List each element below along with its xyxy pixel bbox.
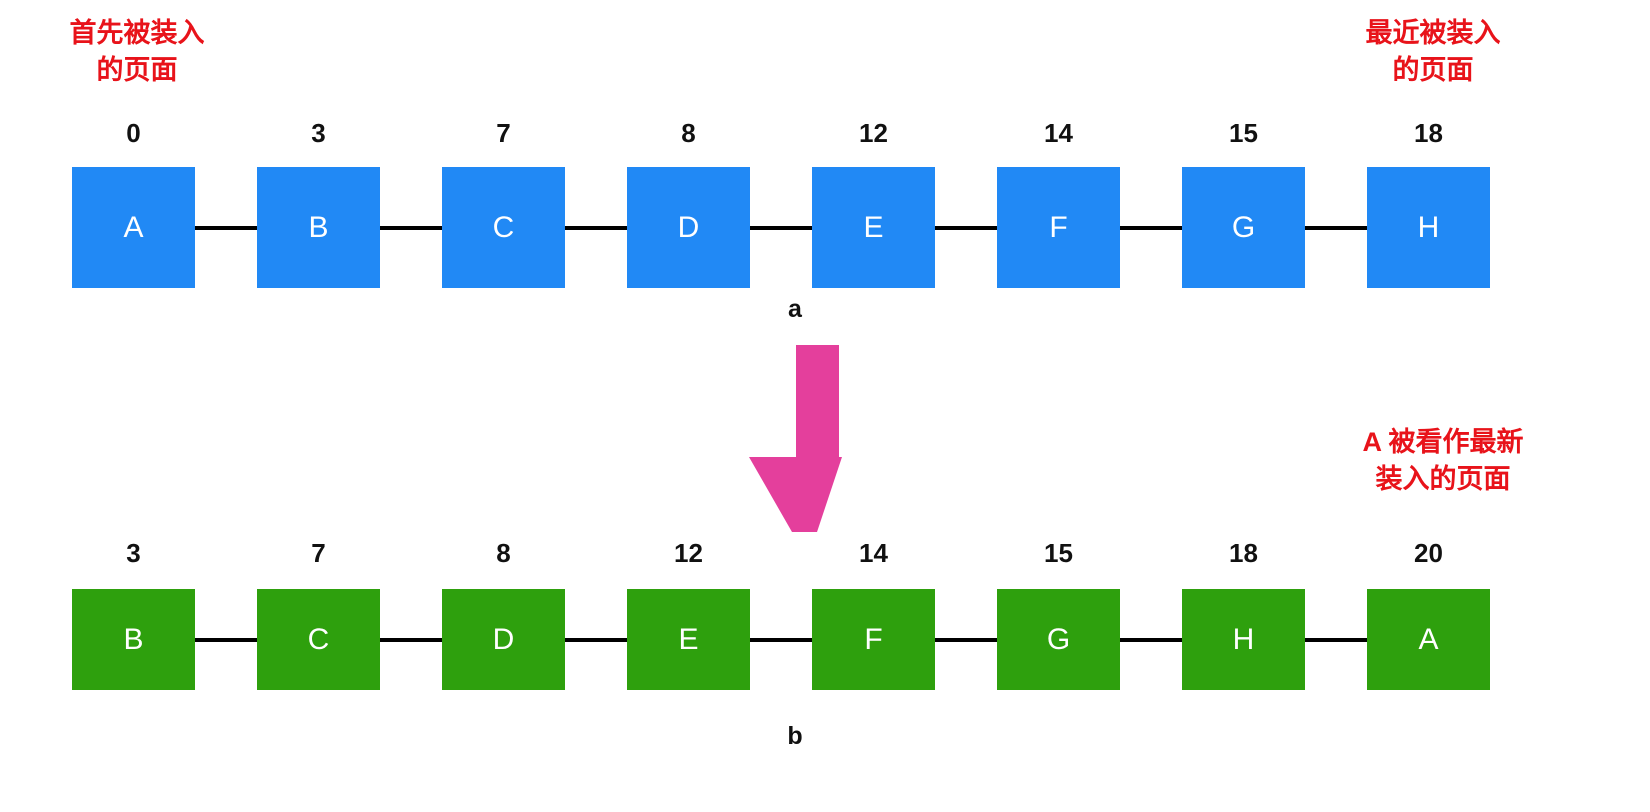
before-index-3: 8 (681, 118, 696, 148)
annotation-first-loaded-page-line1: 首先被装入 (69, 18, 205, 48)
after-index-7: 20 (1414, 538, 1443, 568)
after-node-f[interactable]: F (812, 589, 935, 690)
after-index-5: 15 (1044, 538, 1073, 568)
annotation-a-is-newest-page-line1: A 被看作最新 (1362, 427, 1524, 457)
before-node-c[interactable]: C (442, 167, 565, 288)
caption-a: a (788, 295, 802, 323)
after-node-g[interactable]: G (997, 589, 1120, 690)
after-node-h[interactable]: H (1182, 589, 1305, 690)
annotation-recently-loaded-page-line1: 最近被装入 (1365, 18, 1501, 48)
before-node-b[interactable]: B (257, 167, 380, 288)
chain-link (195, 637, 257, 642)
chain-link (380, 225, 442, 230)
after-index-4: 14 (859, 538, 888, 568)
before-node-a[interactable]: A (72, 167, 195, 288)
before-node-d[interactable]: D (627, 167, 750, 288)
after-node-d[interactable]: D (442, 589, 565, 690)
chain-link (750, 637, 812, 642)
annotation-a-is-newest-page: A 被看作最新 装入的页面 (1338, 424, 1548, 499)
chain-link (935, 637, 997, 642)
caption-b: b (787, 722, 803, 750)
before-index-2: 7 (496, 118, 511, 148)
chain-link (750, 225, 812, 230)
chain-link (195, 225, 257, 230)
before-node-g[interactable]: G (1182, 167, 1305, 288)
chain-link (565, 225, 627, 230)
chain-link (935, 225, 997, 230)
before-index-5: 14 (1044, 118, 1073, 148)
after-node-e[interactable]: E (627, 589, 750, 690)
annotation-recently-loaded-page: 最近被装入 的页面 (1343, 15, 1523, 90)
after-index-6: 18 (1229, 538, 1258, 568)
chain-link (1305, 225, 1367, 230)
before-node-f[interactable]: F (997, 167, 1120, 288)
after-index-2: 8 (496, 538, 511, 568)
annotation-first-loaded-page: 首先被装入 的页面 (47, 15, 227, 90)
before-node-e[interactable]: E (812, 167, 935, 288)
after-index-0: 3 (126, 538, 141, 568)
after-node-a[interactable]: A (1367, 589, 1490, 690)
before-index-0: 0 (126, 118, 141, 148)
before-node-h[interactable]: H (1367, 167, 1490, 288)
before-index-6: 15 (1229, 118, 1258, 148)
before-index-4: 12 (859, 118, 888, 148)
after-node-b[interactable]: B (72, 589, 195, 690)
annotation-first-loaded-page-line2: 的页面 (96, 55, 178, 86)
after-index-1: 7 (311, 538, 326, 568)
chain-link (565, 637, 627, 642)
down-arrow-icon (733, 345, 863, 532)
after-index-3: 12 (674, 538, 703, 568)
chain-link (1305, 637, 1367, 642)
after-node-c[interactable]: C (257, 589, 380, 690)
before-index-1: 3 (311, 118, 326, 148)
annotation-a-is-newest-page-line2: 装入的页面 (1375, 464, 1511, 495)
chain-link (1120, 225, 1182, 230)
chain-link (1120, 637, 1182, 642)
before-index-7: 18 (1414, 118, 1443, 148)
chain-link (380, 637, 442, 642)
annotation-recently-loaded-page-line2: 的页面 (1392, 55, 1474, 86)
